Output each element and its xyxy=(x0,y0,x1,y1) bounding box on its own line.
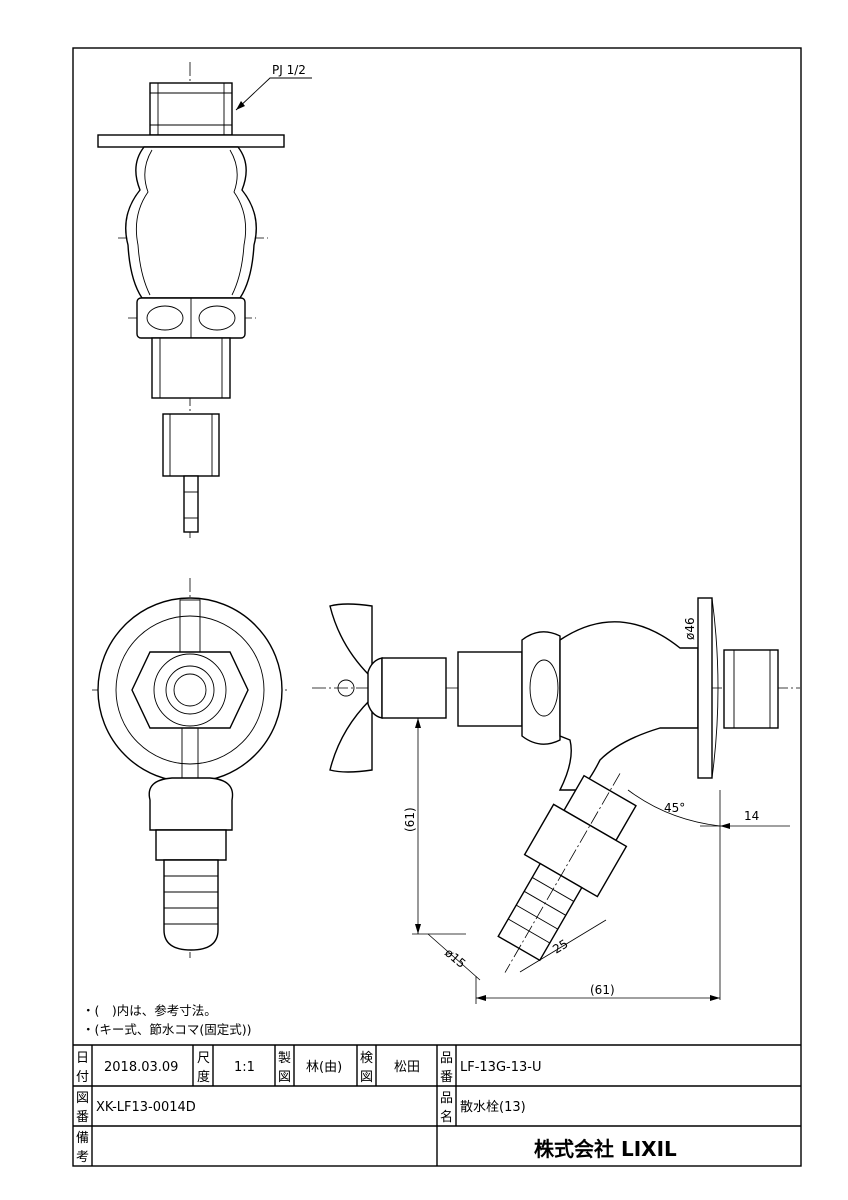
product-name-label-top: 品 xyxy=(440,1091,453,1106)
dim-dia15: ø15 xyxy=(442,946,468,971)
dimensions: ø46 (61) 45° 14 ø15 25 (61) xyxy=(403,598,790,1004)
note-key-type: ・(キー式、節水コマ(固定式)) xyxy=(82,1022,252,1037)
dim-61-horizontal: (61) xyxy=(590,983,615,997)
drawn-label-top: 製 xyxy=(278,1051,291,1066)
remarks-label-top: 備 xyxy=(76,1130,89,1146)
date-value: 2018.03.09 xyxy=(104,1060,178,1075)
side-view xyxy=(312,597,800,973)
scale-value: 1:1 xyxy=(234,1060,255,1075)
drawing-no-label-top: 図 xyxy=(76,1091,89,1106)
dim-61-vertical: (61) xyxy=(403,807,417,832)
checked-by-value: 松田 xyxy=(394,1060,420,1075)
product-no-value: LF-13G-13-U xyxy=(460,1060,541,1075)
dim-14: 14 xyxy=(744,809,759,823)
company-name: 株式会社 LIXIL xyxy=(534,1137,677,1161)
top-elevation-view: PJ 1/2 xyxy=(97,62,312,540)
drawing-no-label-bottom: 番 xyxy=(76,1110,89,1125)
note-reference-dimensions: ・( )内は、参考寸法。 xyxy=(82,1003,217,1018)
dim-dia46: ø46 xyxy=(683,617,697,640)
end-view xyxy=(92,578,290,958)
drawn-label-bottom: 図 xyxy=(278,1070,291,1085)
checked-label-bottom: 図 xyxy=(360,1070,373,1085)
product-no-label-bottom: 番 xyxy=(440,1070,453,1085)
scale-label-bottom: 度 xyxy=(197,1069,210,1085)
drawn-by-value: 林(由) xyxy=(306,1060,342,1075)
remarks-label-bottom: 考 xyxy=(76,1150,89,1165)
thread-callout: PJ 1/2 xyxy=(272,63,306,77)
title-block: 日 付 2018.03.09 尺 度 1:1 製 図 林(由) 検 図 松田 品… xyxy=(73,1044,801,1166)
dim-angle-45: 45° xyxy=(664,801,685,815)
checked-label-top: 検 xyxy=(360,1051,373,1066)
date-label-bottom: 付 xyxy=(76,1070,89,1085)
scale-label-top: 尺 xyxy=(197,1051,210,1066)
product-no-label-top: 品 xyxy=(440,1051,453,1066)
dim-25: 25 xyxy=(550,937,570,957)
product-name-value: 散水栓(13) xyxy=(460,1100,526,1115)
date-label-top: 日 xyxy=(76,1051,89,1066)
product-name-label-bottom: 名 xyxy=(440,1109,453,1125)
drawing-no-value: XK-LF13-0014D xyxy=(96,1100,196,1115)
